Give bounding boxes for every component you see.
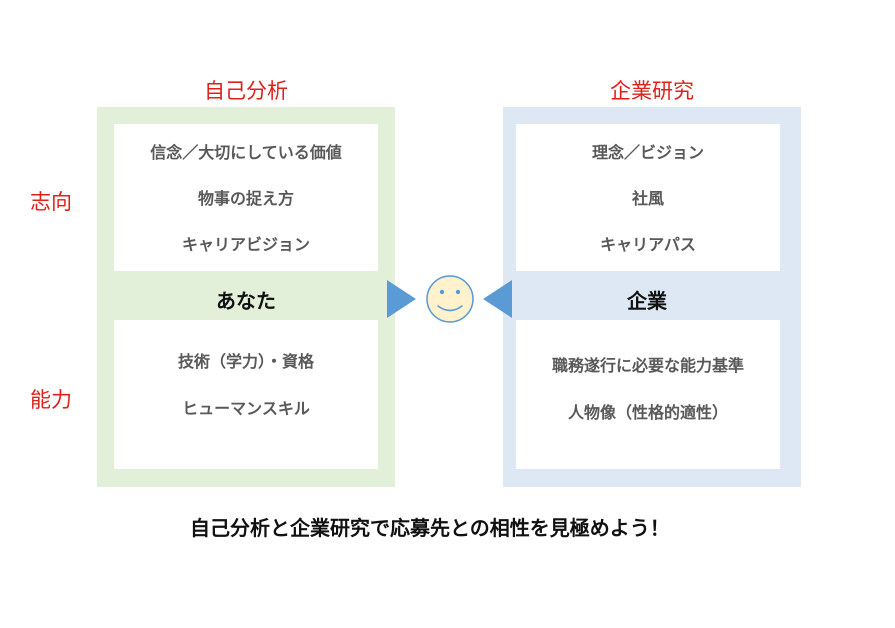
self-ability-item-skills: 技術（学力）・資格 bbox=[177, 352, 314, 371]
company-orientation-item-philosophy: 理念／ビジョン bbox=[591, 143, 704, 162]
left-pointing-arrow-icon bbox=[483, 280, 512, 318]
company-ability-box: 職務遂行に必要な能力基準 人物像（性格的適性） bbox=[516, 320, 780, 469]
orientation-row-label: 志向 bbox=[30, 190, 72, 214]
smiley-face-icon bbox=[426, 275, 474, 323]
self-orientation-item-perspective: 物事の捉え方 bbox=[197, 189, 294, 208]
ability-row-label: 能力 bbox=[30, 388, 72, 412]
company-orientation-item-career-path: キャリアパス bbox=[600, 235, 696, 254]
company-research-title: 企業研究 bbox=[610, 79, 694, 103]
right-pointing-arrow-icon bbox=[387, 280, 416, 318]
company-ability-item-competency: 職務遂行に必要な能力基準 bbox=[551, 356, 744, 375]
self-ability-item-human-skills: ヒューマンスキル bbox=[182, 399, 310, 418]
self-orientation-item-career-vision: キャリアビジョン bbox=[181, 235, 310, 254]
footer-message: 自己分析と企業研究で応募先との相性を見極めよう！ bbox=[190, 516, 670, 540]
company-ability-item-personality: 人物像（性格的適性） bbox=[567, 403, 728, 422]
self-ability-box: 技術（学力）・資格 ヒューマンスキル bbox=[114, 320, 378, 469]
company-label: 企業 bbox=[627, 289, 667, 313]
self-orientation-item-values: 信念／大切にしている価値 bbox=[150, 143, 342, 162]
self-analysis-title: 自己分析 bbox=[204, 79, 288, 103]
self-analysis-panel: 信念／大切にしている価値 物事の捉え方 キャリアビジョン あなた 技術（学力）・… bbox=[97, 107, 395, 487]
self-orientation-box: 信念／大切にしている価値 物事の捉え方 キャリアビジョン bbox=[114, 124, 378, 271]
you-label: あなた bbox=[216, 289, 276, 313]
company-research-panel: 理念／ビジョン 社風 キャリアパス 企業 職務遂行に必要な能力基準 人物像（性格… bbox=[503, 107, 801, 487]
company-orientation-item-culture: 社風 bbox=[631, 189, 664, 208]
match-graphic bbox=[387, 275, 512, 323]
company-orientation-box: 理念／ビジョン 社風 キャリアパス bbox=[516, 124, 780, 271]
